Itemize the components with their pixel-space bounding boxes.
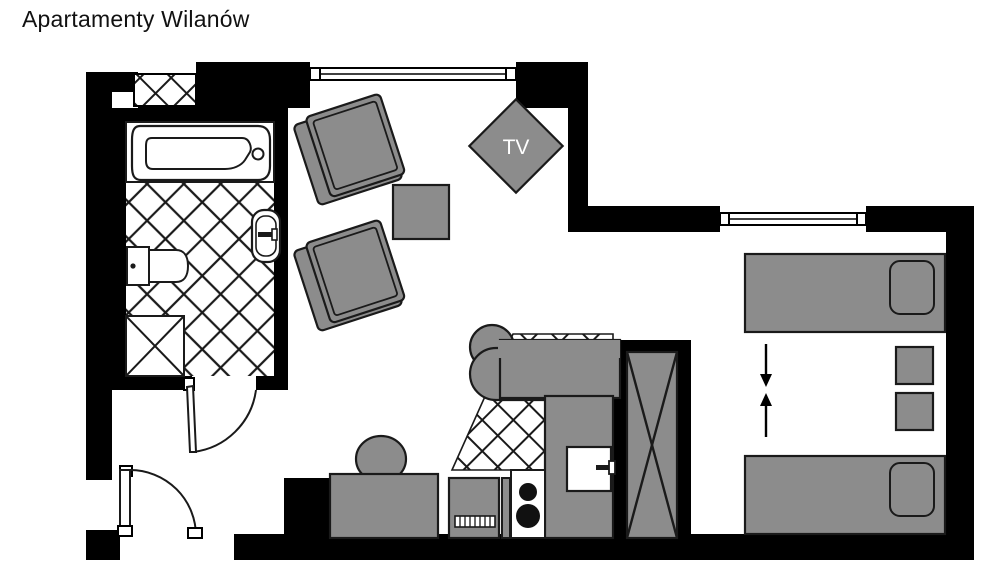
sink-faucet-icon bbox=[258, 232, 274, 237]
bedroom bbox=[743, 252, 947, 536]
bed-2[interactable] bbox=[743, 454, 947, 536]
wall-left-lower bbox=[86, 530, 120, 560]
wall-bathroom-south-right bbox=[256, 376, 288, 390]
burner-large bbox=[516, 504, 540, 528]
nightstand-2[interactable] bbox=[894, 391, 935, 432]
armchair-2[interactable] bbox=[292, 219, 407, 332]
wall-top-left-stub bbox=[86, 72, 138, 92]
circulation-arrow-down bbox=[760, 344, 772, 387]
television[interactable]: TV bbox=[467, 97, 565, 195]
bed-1[interactable] bbox=[743, 252, 947, 334]
page-title: Apartamenty Wilanów bbox=[22, 6, 250, 32]
wardrobe[interactable] bbox=[625, 350, 679, 540]
tv-label: TV bbox=[503, 136, 530, 159]
wall-left-upper bbox=[86, 72, 112, 388]
burner-small bbox=[519, 483, 537, 501]
toilet-bowl bbox=[148, 249, 190, 283]
windows bbox=[309, 67, 867, 226]
wall-wardrobe-east bbox=[677, 340, 691, 538]
window-east bbox=[719, 212, 867, 226]
bathtub bbox=[130, 124, 272, 182]
armchair-1[interactable] bbox=[292, 93, 407, 206]
sofa[interactable] bbox=[468, 323, 622, 402]
coffee-table[interactable] bbox=[391, 183, 451, 241]
shower bbox=[125, 315, 185, 377]
wall-living-right bbox=[568, 62, 588, 222]
dining-table-top[interactable] bbox=[328, 472, 440, 540]
bathroom bbox=[125, 73, 282, 453]
toilet-tank bbox=[126, 246, 150, 286]
bed-2-pillow bbox=[889, 462, 935, 517]
wall-bathroom-north bbox=[112, 108, 288, 122]
living-room: TV bbox=[292, 93, 565, 332]
kitchen bbox=[328, 323, 679, 540]
wall-bedroom-north-left bbox=[568, 206, 720, 232]
bathroom-niche-outline bbox=[133, 73, 197, 107]
wall-right-exterior bbox=[946, 206, 974, 560]
bathroom-niche bbox=[134, 74, 196, 106]
door-entry-lower-leaf bbox=[119, 469, 131, 533]
bathroom-sink bbox=[250, 208, 282, 264]
wall-left-mid bbox=[86, 388, 112, 480]
kitchen-faucet-icon bbox=[596, 465, 612, 470]
door-entry-lower[interactable] bbox=[117, 465, 203, 539]
bathtub-drain bbox=[251, 147, 265, 161]
counter-divider bbox=[501, 477, 511, 539]
dining-table[interactable] bbox=[328, 434, 440, 540]
kitchen-sink[interactable] bbox=[565, 445, 616, 493]
wall-bathroom-south-left bbox=[112, 376, 184, 390]
wall-top-block bbox=[196, 62, 310, 108]
nightstand-1[interactable] bbox=[894, 345, 935, 386]
bed-1-pillow bbox=[889, 260, 935, 315]
hallway bbox=[117, 465, 203, 539]
door-entry-lower-arc bbox=[129, 469, 197, 537]
toilet bbox=[126, 246, 190, 286]
wall-bathroom-west bbox=[112, 108, 126, 390]
door-bathroom[interactable] bbox=[183, 377, 257, 453]
circulation-arrow-up bbox=[760, 393, 772, 437]
window-north bbox=[309, 67, 517, 81]
dishwasher[interactable] bbox=[454, 515, 496, 528]
stovetop[interactable] bbox=[510, 469, 546, 539]
kitchen-counter-left[interactable] bbox=[447, 476, 501, 540]
wall-wardrobe-top bbox=[613, 340, 691, 354]
